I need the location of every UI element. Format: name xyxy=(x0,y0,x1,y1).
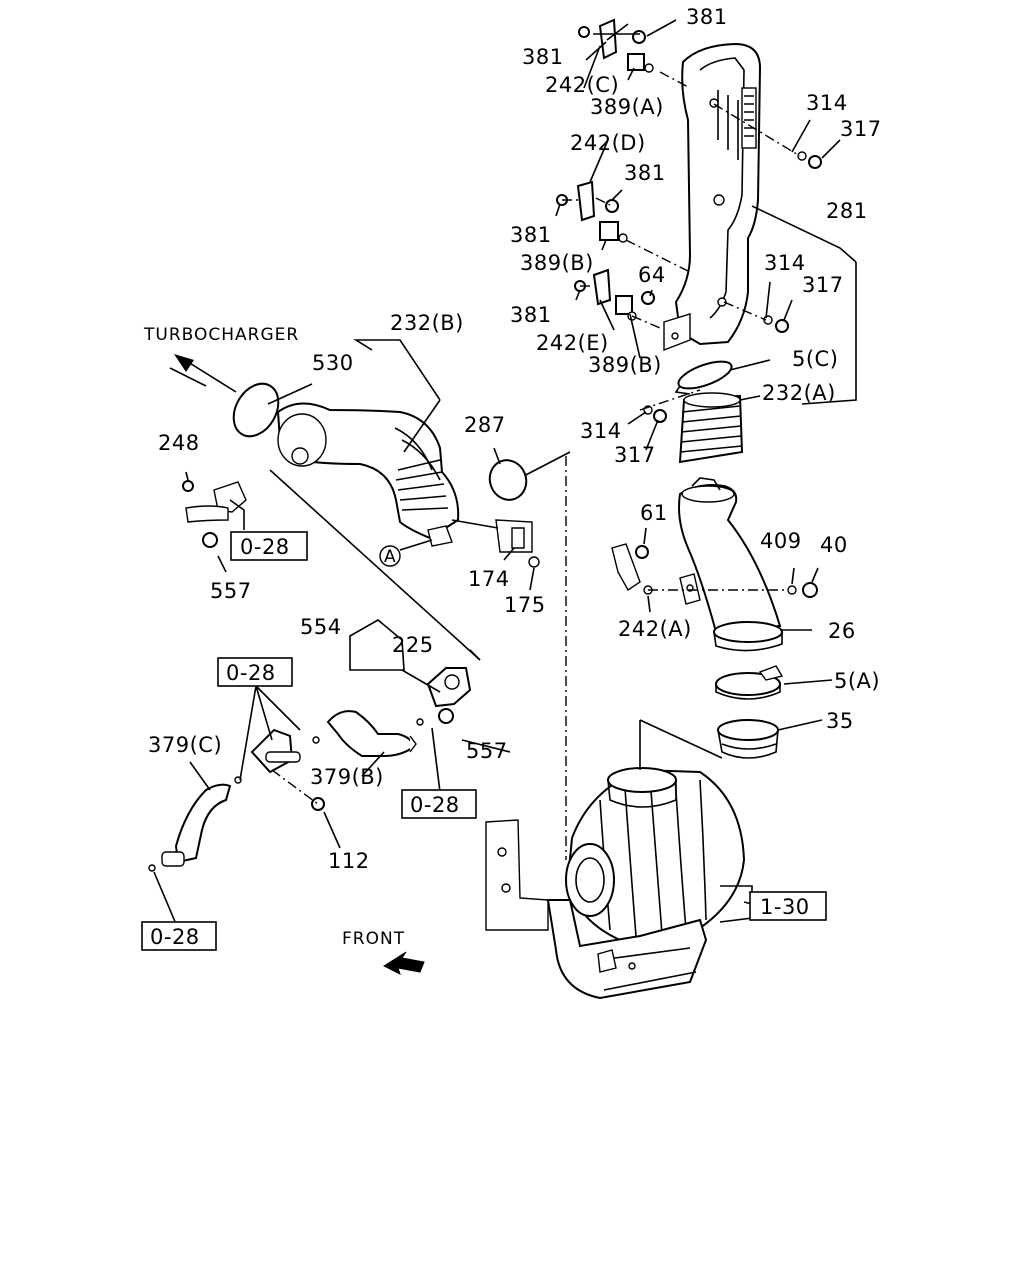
label-248: 248 xyxy=(158,431,200,455)
label-317: 317 xyxy=(802,273,844,297)
clamp-5a-and-ring-35 xyxy=(715,665,784,759)
nut-317-top xyxy=(808,155,822,169)
callout-circle-a xyxy=(379,545,401,567)
nut-317-low xyxy=(653,409,667,423)
bolt-557-a xyxy=(202,532,218,548)
label-232a: 232(A) xyxy=(762,381,836,405)
ref-box-028-a xyxy=(230,531,308,561)
nut-40 xyxy=(802,582,818,598)
label-379c: 379(C) xyxy=(148,733,222,757)
label-242d: 242(D) xyxy=(570,131,646,155)
nut-381-top-right xyxy=(632,30,646,44)
label-callout-a: A xyxy=(384,547,397,567)
label-409: 409 xyxy=(760,529,802,553)
air-cleaner-assembly xyxy=(485,451,746,1000)
nut-381-mid-right xyxy=(605,199,619,213)
bolt-557-b xyxy=(438,708,454,724)
label-ref-028: 0-28 xyxy=(240,535,290,559)
label-5c: 5(C) xyxy=(792,347,838,371)
mount-389b-top xyxy=(599,221,619,241)
label-381: 381 xyxy=(510,303,552,327)
label-174: 174 xyxy=(468,567,510,591)
label-175: 175 xyxy=(504,593,546,617)
bolt-175 xyxy=(528,556,540,568)
label-242e: 242(E) xyxy=(536,331,609,355)
elbow-pipe-26 xyxy=(611,477,818,652)
air-duct-281-drawing xyxy=(663,42,762,352)
hose-232b-drawing xyxy=(232,382,540,568)
ref-box-130 xyxy=(749,891,827,921)
clamp-5c-and-hose-232a xyxy=(639,360,744,464)
label-317: 317 xyxy=(614,443,656,467)
clamp-287 xyxy=(488,459,528,501)
label-317: 317 xyxy=(840,117,882,141)
label-5a: 5(A) xyxy=(834,669,880,693)
label-314: 314 xyxy=(580,419,622,443)
label-389b: 389(B) xyxy=(588,353,662,377)
bracket-242d xyxy=(576,180,596,222)
bolt-64 xyxy=(641,291,655,305)
label-381: 381 xyxy=(522,45,564,69)
label-381: 381 xyxy=(624,161,666,185)
bracket-242a xyxy=(611,543,641,592)
reference-boxes xyxy=(141,531,827,951)
label-242a: 242(A) xyxy=(618,617,692,641)
washer-409 xyxy=(787,585,797,595)
label-ref-028: 0-28 xyxy=(410,793,460,817)
mount-389b-low xyxy=(615,295,633,315)
label-379b: 379(B) xyxy=(310,765,384,789)
hoses-379 xyxy=(148,710,424,872)
label-35: 35 xyxy=(826,709,854,733)
part-labels: 381 381 242(C) 389(A) 314 317 242(D) 381… xyxy=(143,5,882,949)
label-557: 557 xyxy=(466,739,508,763)
label-232b: 232(B) xyxy=(390,311,464,335)
label-225: 225 xyxy=(392,633,434,657)
clamp-530 xyxy=(232,382,280,438)
label-turbocharger: TURBOCHARGER xyxy=(143,325,299,345)
nut-317-mid xyxy=(775,319,789,333)
label-314: 314 xyxy=(764,251,806,275)
nut-381-top-left xyxy=(578,26,590,38)
connector-225 xyxy=(426,667,472,724)
label-front: FRONT xyxy=(342,929,405,949)
label-381: 381 xyxy=(686,5,728,29)
bracket-112 xyxy=(250,728,294,774)
bolt-112 xyxy=(311,797,325,811)
upper-centerlines xyxy=(562,71,801,329)
washer-314-top xyxy=(797,151,807,161)
label-281: 281 xyxy=(826,199,868,223)
label-287: 287 xyxy=(464,413,506,437)
label-381: 381 xyxy=(510,223,552,247)
label-26: 26 xyxy=(828,619,856,643)
leader-lines xyxy=(153,33,857,925)
bolt-61 xyxy=(635,545,649,559)
bracket-242e xyxy=(592,268,612,306)
label-314: 314 xyxy=(806,91,848,115)
ref-box-028-c xyxy=(401,789,477,819)
label-ref-028: 0-28 xyxy=(150,925,200,949)
front-arrow-icon xyxy=(382,951,425,975)
turbocharger-arrow xyxy=(174,354,237,393)
ref-box-028-d xyxy=(141,921,217,951)
label-554: 554 xyxy=(300,615,342,639)
label-557: 557 xyxy=(210,579,252,603)
label-112: 112 xyxy=(328,849,370,873)
label-40: 40 xyxy=(820,533,848,557)
ref-box-028-b xyxy=(217,657,293,687)
label-389a: 389(A) xyxy=(590,95,664,119)
label-61: 61 xyxy=(640,501,668,525)
clip-248 xyxy=(182,480,194,492)
label-ref-130: 1-30 xyxy=(760,895,810,919)
label-242c: 242(C) xyxy=(545,73,619,97)
label-ref-028: 0-28 xyxy=(226,661,276,685)
label-389b: 389(B) xyxy=(520,251,594,275)
mount-389a xyxy=(627,53,645,71)
label-530: 530 xyxy=(312,351,354,375)
label-64: 64 xyxy=(638,263,666,287)
